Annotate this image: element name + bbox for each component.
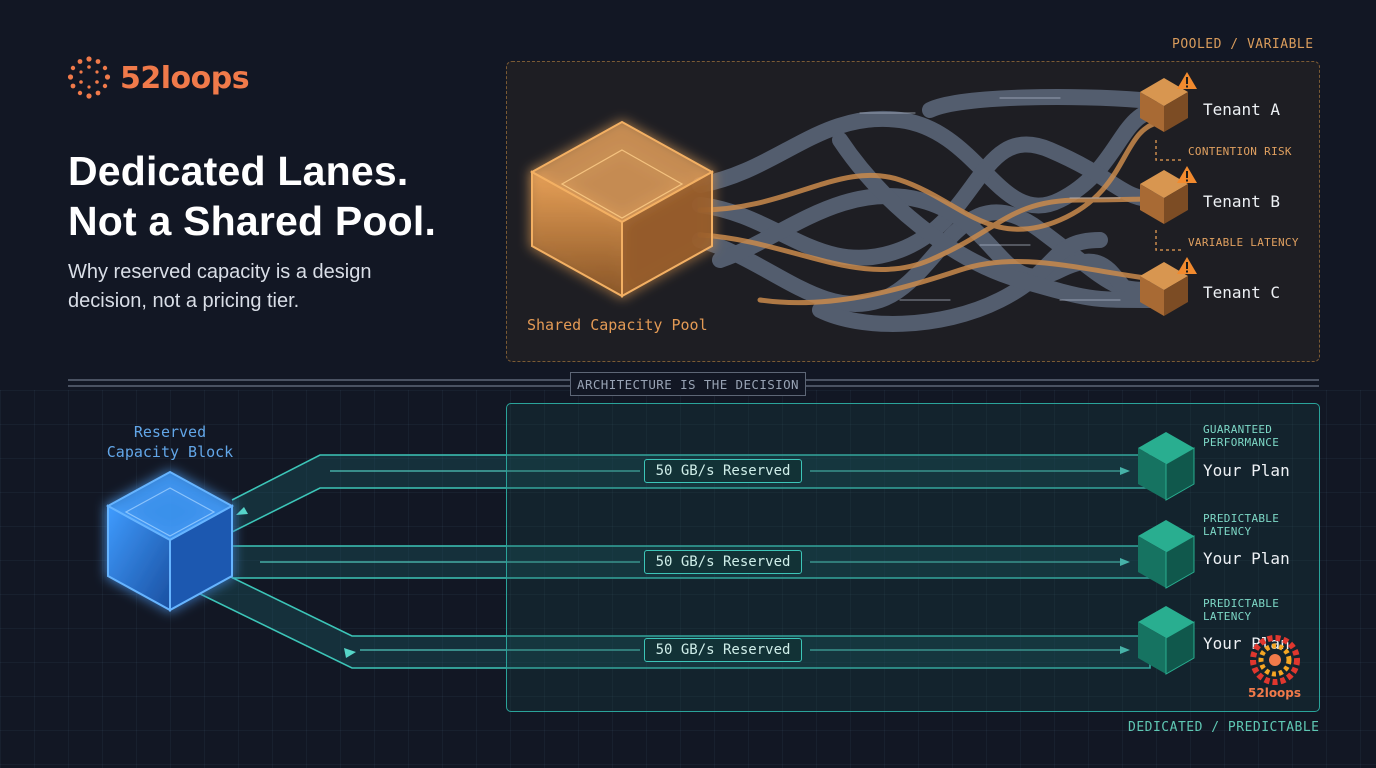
pool-lane [812, 232, 1108, 332]
pooled-tangled-lanes [692, 89, 1168, 332]
warning-triangle-icon [1177, 257, 1197, 274]
lane-2-badge: 50 GB/s Reserved [644, 550, 802, 574]
lane-1-badge: 50 GB/s Reserved [644, 459, 802, 483]
pool-lane-highlight [697, 119, 1163, 232]
reserved-block-label: Reserved Capacity Block [96, 422, 244, 462]
brand-name: 52loops [120, 60, 250, 96]
lane-2-plan: Your Plan [1203, 549, 1290, 568]
plan-cube [1138, 606, 1195, 675]
pooled-tag: POOLED / VARIABLE [1172, 37, 1314, 52]
pool-lane [922, 89, 1148, 118]
warning-triangle-icon [1177, 166, 1197, 183]
warning-triangle-icon [1177, 72, 1197, 89]
lane-1-caption-line-2: PERFORMANCE [1203, 436, 1280, 449]
shared-pool-cube [529, 120, 715, 298]
lane-1-caption: GUARANTEED PERFORMANCE [1203, 423, 1279, 449]
title-line-2: Not a Shared Pool. [68, 198, 437, 244]
lane-1-plan: Your Plan [1203, 461, 1290, 480]
tenant-c-cube [1140, 262, 1188, 316]
page-title: Dedicated Lanes. Not a Shared Pool. [68, 146, 436, 246]
tenant-a-cube [1140, 78, 1188, 132]
lane-3-caption: PREDICTABLE LATENCY [1203, 597, 1279, 623]
tenant-a-label: Tenant A [1203, 100, 1281, 119]
subtitle-line-1: Why reserved capacity is a design [68, 261, 372, 283]
divider-label: ARCHITECTURE IS THE DECISION [570, 372, 806, 396]
lane-2-caption-line-1: PREDICTABLE [1203, 512, 1280, 525]
shared-pool-label: Shared Capacity Pool [527, 316, 708, 334]
variable-latency-label: VARIABLE LATENCY [1188, 236, 1299, 249]
tenant-cubes [1140, 78, 1188, 316]
pool-lane [832, 132, 1158, 308]
plan-cubes [1138, 432, 1195, 675]
title-line-1: Dedicated Lanes. [68, 148, 409, 194]
plan-cube [1138, 432, 1195, 501]
pool-lane-highlight [757, 258, 1163, 306]
watermark-text: 52loops [1248, 686, 1302, 700]
plan-cube [1138, 520, 1195, 589]
reserved-capacity-cube [105, 470, 235, 612]
reserved-label-line-2: Capacity Block [106, 443, 234, 461]
lane-2-caption-line-2: LATENCY [1203, 525, 1252, 538]
lane-3-caption-line-2: LATENCY [1203, 610, 1252, 623]
watermark-logo-icon [1250, 635, 1300, 685]
pool-lane [712, 188, 1158, 308]
lane-2-caption: PREDICTABLE LATENCY [1203, 512, 1279, 538]
dedicated-tag: DEDICATED / PREDICTABLE [1128, 720, 1320, 735]
loops-logo-icon [67, 56, 111, 99]
subtitle-line-2: decision, not a pricing tier. [68, 290, 300, 312]
tenant-b-label: Tenant B [1203, 192, 1281, 211]
contention-risk-label: CONTENTION RISK [1188, 145, 1292, 158]
tenant-b-cube [1140, 170, 1188, 224]
pool-lane-highlight [697, 196, 1163, 272]
page-subtitle: Why reserved capacity is a design decisi… [68, 258, 371, 316]
lane-1-caption-line-1: GUARANTEED [1203, 423, 1273, 436]
lane-3-badge: 50 GB/s Reserved [644, 638, 802, 662]
pool-lane [692, 136, 1168, 266]
pool-lane [692, 102, 1168, 214]
lane-3-caption-line-1: PREDICTABLE [1203, 597, 1280, 610]
reserved-label-line-1: Reserved [133, 423, 207, 441]
brand-logo[interactable]: 52loops [66, 56, 250, 100]
tenant-c-label: Tenant C [1203, 283, 1281, 302]
dedicated-panel [506, 403, 1320, 712]
